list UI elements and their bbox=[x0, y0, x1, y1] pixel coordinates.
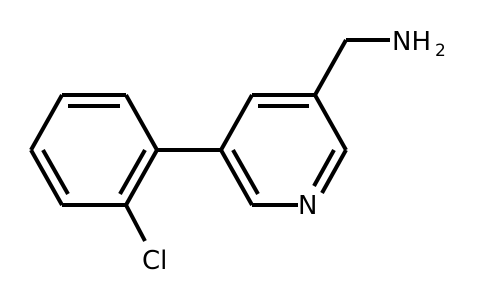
double-bond-inner bbox=[231, 149, 260, 195]
amine-subscript: 2 bbox=[435, 41, 446, 61]
double-bond-inner bbox=[312, 149, 336, 187]
bond bbox=[313, 94, 348, 151]
bond bbox=[29, 149, 64, 206]
bond bbox=[29, 94, 64, 151]
bond bbox=[124, 94, 159, 151]
bond-ch2 bbox=[313, 39, 348, 96]
double-bond-inner bbox=[118, 149, 147, 195]
bond bbox=[219, 94, 254, 151]
bond bbox=[219, 149, 254, 206]
bond bbox=[320, 149, 348, 194]
pyridine-nitrogen-label: N bbox=[298, 191, 317, 221]
bond-c-cl bbox=[124, 204, 147, 242]
bond bbox=[124, 149, 159, 206]
double-bond-inner bbox=[41, 149, 70, 195]
chlorine-label: Cl bbox=[142, 246, 167, 276]
pyridine-ring bbox=[219, 93, 348, 207]
chlorophenyl-ring bbox=[29, 93, 159, 207]
amine-label: NH bbox=[392, 27, 431, 57]
